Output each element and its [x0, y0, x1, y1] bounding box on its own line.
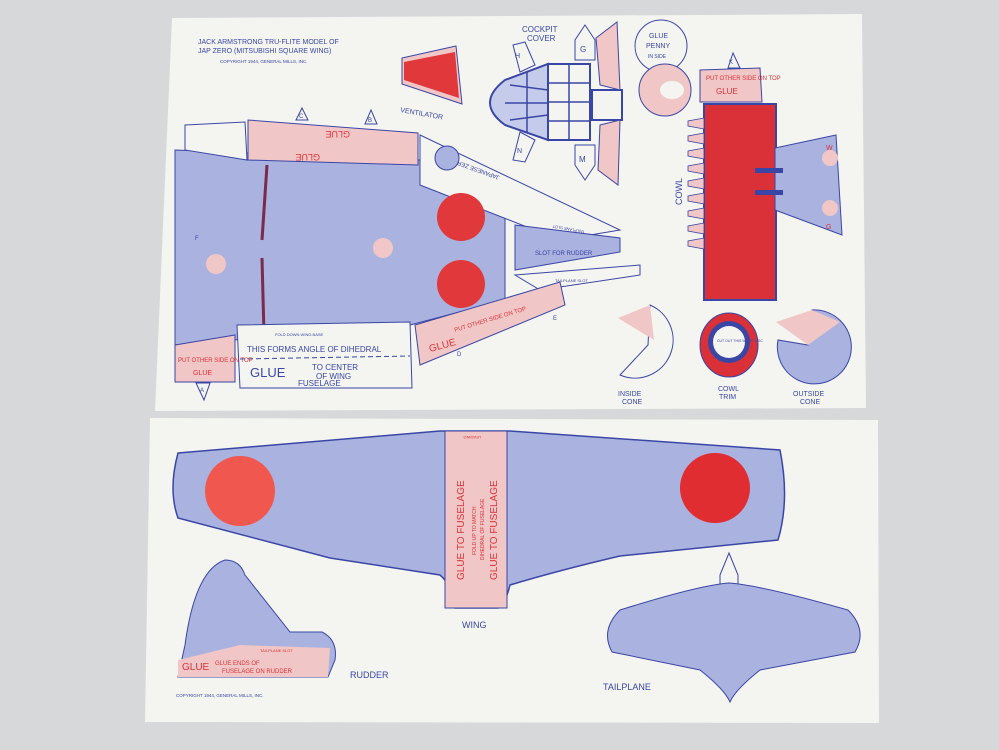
glue-to-center: GLUE [250, 365, 286, 380]
tab-m: M [579, 155, 586, 164]
title-line-1: JACK ARMSTRONG TRU-FLITE MODEL OF [198, 39, 339, 46]
rudder-label: RUDDER [350, 670, 389, 680]
tab-w: W [826, 145, 833, 152]
outside-cone-2: CONE [800, 399, 821, 406]
tab-g-cockpit: G [580, 45, 586, 54]
penny-2: PENNY [646, 43, 670, 50]
bottom-sheet: LEADING GLUE TO FUSELAGE GLUE TO FUSELAG… [145, 418, 879, 723]
rudder-tailplane-slot: TAILPLANE SLOT [260, 648, 293, 653]
dihedral-label: THIS FORMS ANGLE OF DIHEDRAL [247, 345, 382, 354]
fuselage-part: GLUE GLUE C B JAPANESE ZERO SLOT FOR RUD… [174, 106, 641, 402]
fold-down-wing-base: FOLD DOWN WING BASE [275, 332, 324, 337]
copyright-bottom: COPYRIGHT 1944, GENERAL MILLS, INC. [176, 693, 264, 698]
title-line-2: JAP ZERO (MITSUBISHI SQUARE WING) [198, 48, 331, 55]
cowl-glue: GLUE [716, 87, 738, 96]
leading-label: LEADING [463, 435, 481, 440]
glue-to-fuselage-2: GLUE TO FUSELAGE [489, 480, 500, 580]
fuselage-glue-2: GLUE [295, 152, 320, 162]
tab-h: H [515, 53, 520, 60]
copyright-top: COPYRIGHT 1944, GENERAL MILLS, INC. [220, 59, 308, 64]
fold-up-2: DIHEDRAL OF FUSELAGE [480, 498, 486, 560]
tab-k: K [729, 60, 733, 66]
slot-for-rudder-label: SLOT FOR RUDDER [535, 251, 593, 257]
tailplane-label: TAILPLANE [603, 682, 651, 692]
cowl-trim-part: CUT OUT THIS WHITE DISC COWL TRIM [699, 312, 763, 401]
inside-cone-1: INSIDE [618, 391, 642, 398]
rudder-glue: GLUE [182, 662, 210, 673]
cowl-trim-2: TRIM [719, 394, 736, 401]
inside-cone-part: INSIDE CONE [618, 304, 674, 406]
glue-penny-part: GLUE PENNY IN SIDE PUT OTHER SIDE ON TOP… [634, 19, 781, 117]
penny-1: GLUE [649, 33, 668, 40]
cockpit-label-2: COVER [527, 34, 556, 43]
rudder-glue-ends-2: FUSELAGE ON RUDDER [222, 669, 293, 675]
rudder-part: GLUE GLUE ENDS OF FUSELAGE ON RUDDER TAI… [177, 559, 389, 680]
fold-up-1: FOLD UP TO MATCH [472, 506, 478, 555]
cowl-put-other: PUT OTHER SIDE ON TOP [706, 76, 781, 82]
tailplane-slot-label-2: TAILPLANE SLOT [555, 278, 588, 283]
fuselage-label: FUSELAGE [298, 379, 341, 388]
wing-label: WING [462, 620, 487, 630]
cockpit-label-1: COCKPIT [522, 25, 558, 34]
to-center-1: TO CENTER [312, 363, 358, 372]
rudder-glue-ends-1: GLUE ENDS OF [215, 661, 260, 667]
put-other-a: PUT OTHER SIDE ON TOP [178, 358, 253, 364]
cockpit-cover-part: COCKPIT COVER G M H N [489, 21, 623, 186]
to-center-2: OF WING [316, 372, 351, 381]
cowl-label: COWL [674, 178, 684, 205]
tab-c: C [299, 114, 304, 120]
top-sheet: JACK ARMSTRONG TRU-FLITE MODEL OF JAP ZE… [155, 14, 866, 411]
cowl-part: W G COWL [674, 103, 843, 301]
tab-d: D [457, 352, 462, 358]
glue-to-fuselage-1: GLUE TO FUSELAGE [456, 480, 467, 580]
outside-cone-1: OUTSIDE [793, 391, 824, 398]
wing-part: LEADING GLUE TO FUSELAGE GLUE TO FUSELAG… [172, 430, 786, 630]
tailplane-slot-label-1: TAILPLANE SLOT [552, 224, 586, 235]
tab-n: N [517, 148, 522, 155]
tailplane-part: TAILPLANE [603, 551, 861, 704]
cowl-trim-1: COWL [718, 386, 739, 393]
cut-disc-label: CUT OUT THIS WHITE DISC [717, 339, 763, 343]
inside-cone-2: CONE [622, 399, 643, 406]
tab-f: F [195, 236, 199, 242]
glue-a: GLUE [193, 370, 212, 377]
penny-3: IN SIDE [648, 54, 667, 60]
fuselage-glue-1: GLUE [325, 129, 350, 139]
tab-e: E [553, 316, 557, 322]
tab-a: A [200, 388, 204, 394]
tab-b: B [368, 118, 372, 124]
outside-cone-part: OUTSIDE CONE [776, 309, 852, 406]
tab-g-cowl: G [826, 224, 831, 231]
